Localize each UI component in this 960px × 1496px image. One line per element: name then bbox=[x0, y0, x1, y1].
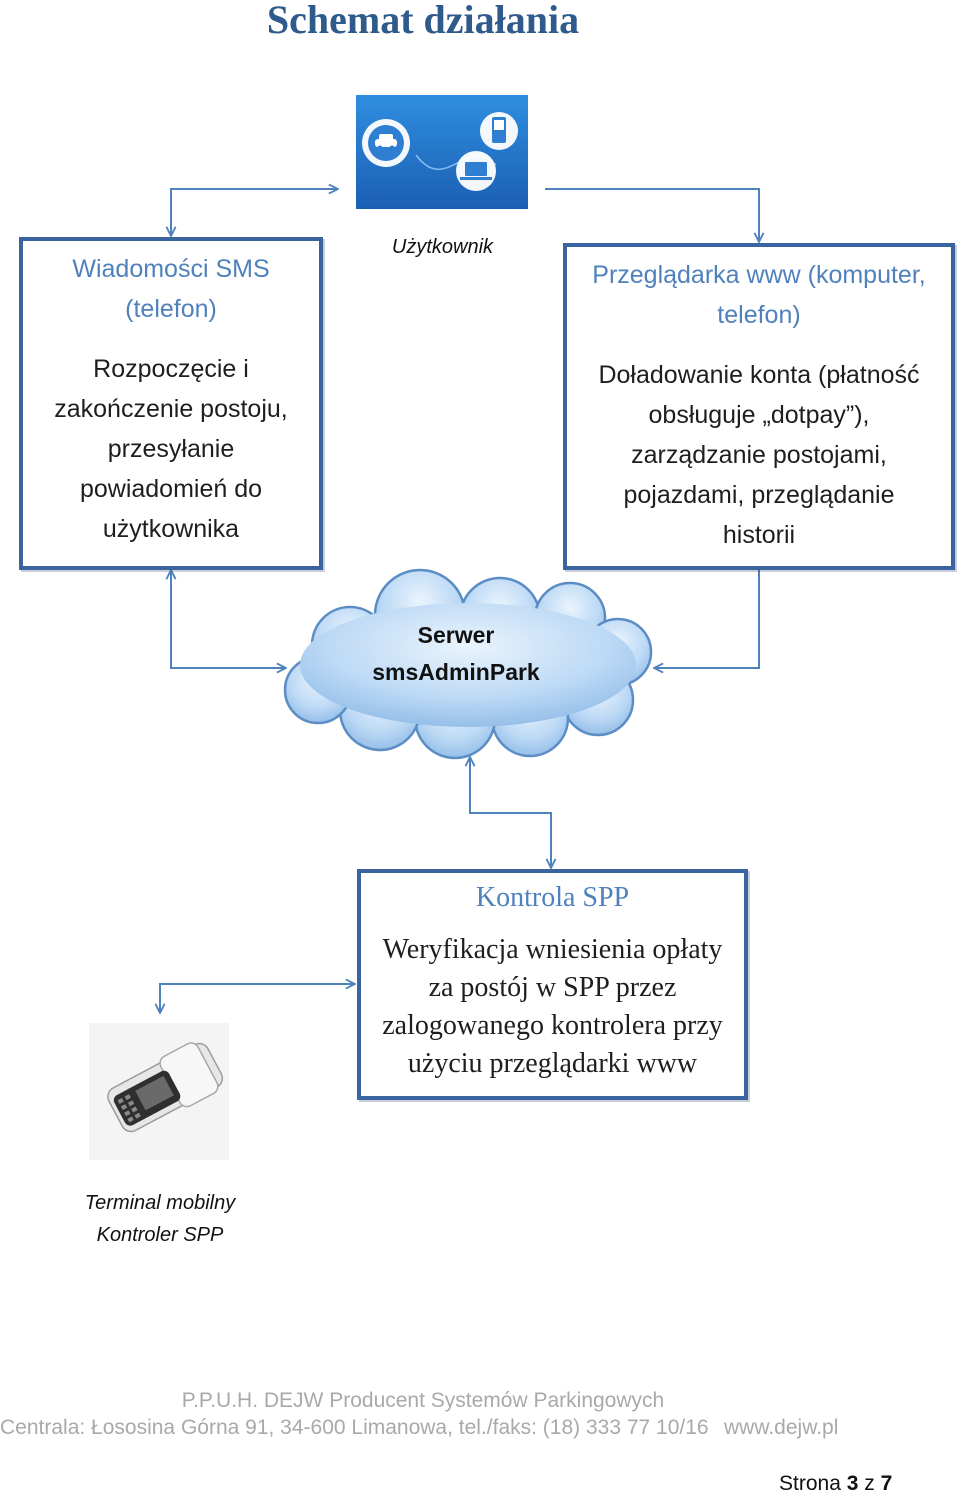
browser-box-description: Doładowanie konta (płatność obsługuje „d… bbox=[598, 361, 920, 549]
server-label: Serwer smsAdminPark bbox=[372, 622, 540, 685]
user-devices-icon bbox=[356, 95, 528, 209]
sms-box-description: Rozpoczęcie i zakończenie postoju, przes… bbox=[54, 355, 288, 543]
terminal-caption: Terminal mobilny Kontroler SPP bbox=[84, 1192, 236, 1246]
footer-address: Centrala: Łososina Górna 91, 34-600 Lima… bbox=[0, 1416, 709, 1439]
arrow-user-browser bbox=[545, 188, 759, 242]
arrow-browser-server bbox=[654, 570, 760, 668]
arrow-sms-user bbox=[171, 189, 338, 236]
browser-box: Przeglądarka www (komputer, telefon) Doł… bbox=[563, 243, 955, 570]
browser-box-heading: Przeglądarka www (komputer, telefon) bbox=[592, 261, 926, 329]
control-box-description: Weryfikacja wniesienia opłaty za postój … bbox=[382, 934, 723, 1079]
footer-company: P.P.U.H. DEJW Producent Systemów Parking… bbox=[181, 1389, 665, 1412]
control-box-heading: Kontrola SPP bbox=[475, 882, 630, 913]
page-number: Strona 3 z 7 bbox=[779, 1472, 893, 1495]
mobile-terminal-icon bbox=[89, 1023, 229, 1160]
user-caption: Użytkownik bbox=[391, 236, 494, 258]
footer-website[interactable]: www.dejw.pl bbox=[724, 1416, 839, 1439]
control-box: Kontrola SPP Weryfikacja wniesienia opła… bbox=[357, 869, 748, 1100]
page-title: Schemat działania bbox=[266, 0, 580, 42]
server-cloud bbox=[283, 568, 653, 760]
sms-box-heading: Wiadomości SMS (telefon) bbox=[72, 255, 270, 323]
arrow-terminal-control bbox=[160, 984, 355, 1013]
sms-box: Wiadomości SMS (telefon) Rozpoczęcie i z… bbox=[19, 237, 323, 570]
arrow-server-control bbox=[470, 757, 551, 868]
arrow-sms-server bbox=[171, 570, 286, 668]
